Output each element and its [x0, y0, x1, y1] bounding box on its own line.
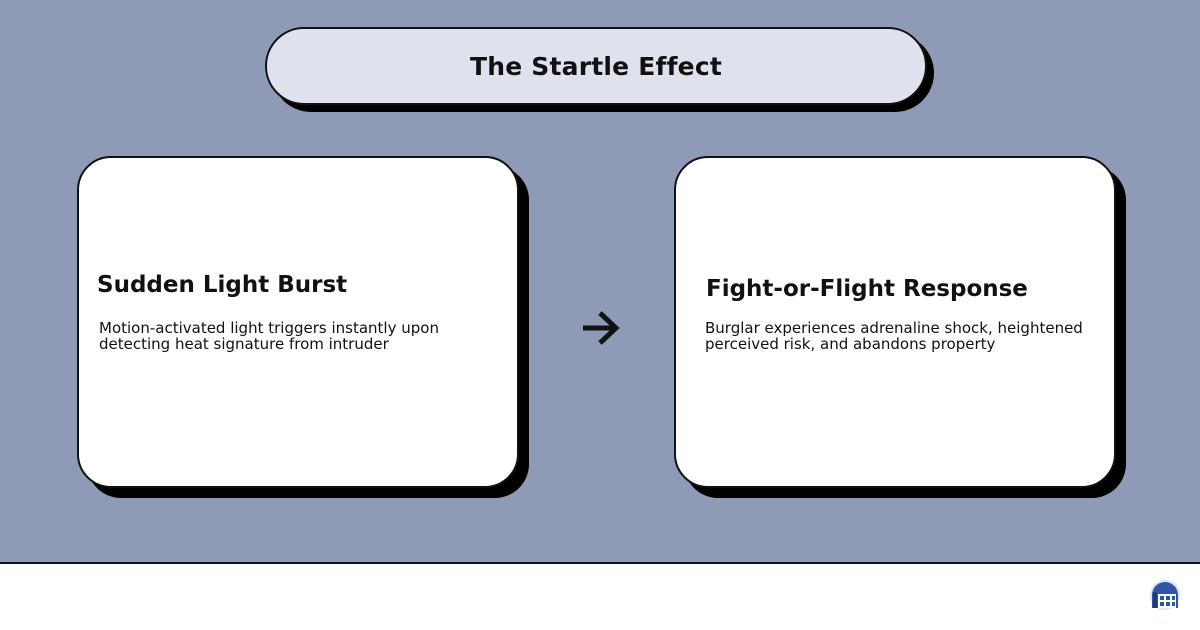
step-card-cause: Sudden Light Burst Motion-activated ligh… — [77, 156, 519, 488]
diagram-canvas: The Startle Effect Sudden Light Burst Mo… — [0, 0, 1200, 564]
step-description: Motion-activated light triggers instantl… — [99, 319, 439, 353]
step-description: Burglar experiences adrenaline shock, he… — [705, 319, 1083, 353]
right-arrow-icon — [583, 311, 620, 345]
step-heading: Sudden Light Burst — [97, 272, 348, 298]
house-logo-icon — [1150, 580, 1180, 610]
diagram-title: The Startle Effect — [469, 51, 722, 81]
step-heading: Fight-or-Flight Response — [706, 276, 1028, 302]
title-banner: The Startle Effect — [265, 27, 927, 105]
step-card-effect: Fight-or-Flight Response Burglar experie… — [674, 156, 1116, 488]
